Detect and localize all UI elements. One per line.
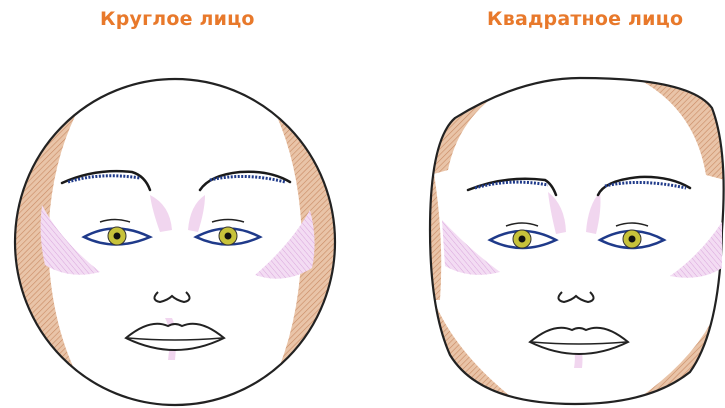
round-face [15, 79, 335, 405]
square-face [430, 78, 725, 404]
